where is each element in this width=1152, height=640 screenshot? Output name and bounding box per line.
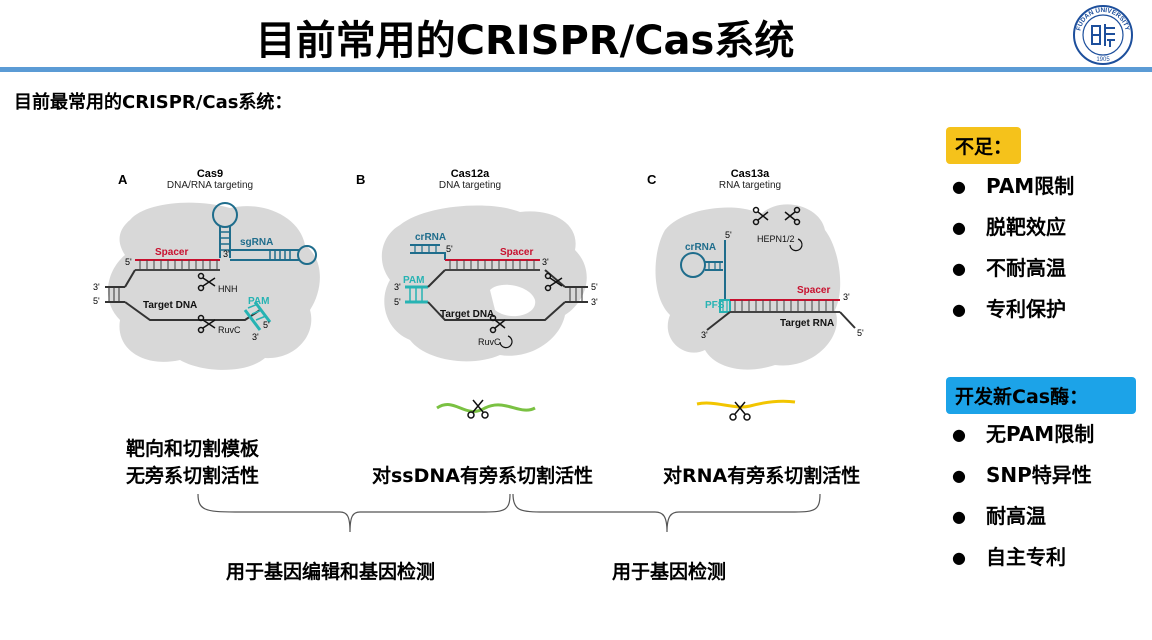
svg-text:3': 3' [591,297,598,307]
cas12a-crrna-label: crRNA [415,232,446,243]
svg-text:5': 5' [857,328,864,338]
svg-text:1905: 1905 [1096,57,1110,63]
university-logo: FUDAN UNIVERSITY 1905 [1073,5,1133,65]
cas12a-spacer-label: Spacer [500,247,533,258]
list-item: 专利保护 [952,289,1074,330]
svg-text:3': 3' [394,282,401,292]
shortcomings-list: PAM限制 脱靶效应 不耐高温 专利保护 [952,166,1074,330]
cas12a-ruvc-label: RuvC [478,337,501,347]
cas9-scissors-ruvc [197,314,216,334]
development-label: 开发新Cas酶： [946,377,1136,414]
panel-b-letter: B [356,172,366,187]
svg-text:5': 5' [263,320,270,330]
svg-text:3': 3' [542,257,549,267]
ssdna-collateral-cleavage [436,399,536,419]
page-title: 目前常用的CRISPR/Cas系统 [255,18,795,64]
cas12a-caption: 对ssDNA有旁系切割活性 [372,465,593,487]
cas9-caption-line1: 靶向和切割模板 [126,438,260,460]
cas9-scissors-hnh [197,272,216,292]
rna-collateral-cleavage [696,399,796,421]
cas12a-scissors-2 [489,314,506,334]
list-item: 自主专利 [952,537,1094,578]
cas13a-protein [655,204,841,370]
cas13a-crrna-label: crRNA [685,242,716,253]
panel-b-name: Cas12a [450,168,490,180]
svg-text:5': 5' [725,230,732,240]
svg-text:5': 5' [394,297,401,307]
panel-c-letter: C [647,172,657,187]
cas13a-target-label: Target RNA [780,318,834,329]
panel-c-name: Cas13a [730,168,770,180]
list-item: SNP特异性 [952,455,1094,496]
cas9-5prime-label: 5' [125,257,132,267]
scissors-icon [467,399,489,419]
grouping-braces [197,493,821,533]
development-list: 无PAM限制 SNP特异性 耐高温 自主专利 [952,414,1094,578]
svg-text:5': 5' [93,296,100,306]
cas13a-caption: 对RNA有旁系切割活性 [663,465,861,487]
section-subtitle: 目前最常用的CRISPR/Cas系统： [14,92,293,113]
title-divider [0,67,1152,72]
group-gene-editing-caption: 用于基因编辑和基因检测 [226,561,436,583]
svg-text:5': 5' [446,244,453,254]
cas9-pam [243,301,272,331]
cas9-3prime-label: 3' [223,249,230,259]
cas9-protein [107,202,320,370]
group-detection-caption: 用于基因检测 [612,561,727,583]
svg-text:3': 3' [843,292,850,302]
cas9-pam-label: PAM [248,296,269,307]
panel-a-name: Cas9 [196,168,224,180]
cas12a-diagram: crRNA Spacer PAM Target DNA RuvC 5' 3' 3… [381,205,598,362]
cas13a-hepn-label: HEPN1/2 [757,234,795,244]
list-item: 耐高温 [952,496,1094,537]
cas9-diagram: Spacer sgRNA Target DNA PAM HNH RuvC 5' … [93,202,320,370]
panel-a-subtitle: DNA/RNA targeting [166,180,254,191]
list-item: 无PAM限制 [952,414,1094,455]
shortcomings-label: 不足： [946,127,1022,164]
cas13a-pfs-label: PFS [705,300,725,311]
panel-b-subtitle: DNA targeting [438,180,502,191]
svg-text:3': 3' [701,330,708,340]
panel-a-letter: A [118,172,128,187]
list-item: 不耐高温 [952,248,1074,289]
scissors-icon [729,401,751,421]
cas9-caption-line2: 无旁系切割活性 [126,465,260,487]
cas9-sgrna-label: sgRNA [240,237,273,248]
cas12a-scissors-1 [544,272,563,292]
list-item: PAM限制 [952,166,1074,207]
cas9-target-label: Target DNA [143,300,197,311]
cas13a-scissors [752,206,801,226]
cas9-hnh-label: HNH [218,284,238,294]
cas9-ruvc-label: RuvC [218,325,241,335]
cas13a-spacer-label: Spacer [797,285,830,296]
svg-text:5': 5' [591,282,598,292]
cas13a-diagram: crRNA HEPN1/2 PFS Spacer Target RNA 5' 3… [655,204,864,370]
svg-text:3': 3' [93,282,100,292]
cas9-spacer-label: Spacer [155,247,188,258]
list-item: 脱靶效应 [952,207,1074,248]
svg-text:3': 3' [252,332,259,342]
cas12a-target-label: Target DNA [440,309,494,320]
cas12a-pam-label: PAM [403,275,424,286]
panel-c-subtitle: RNA targeting [718,180,782,191]
